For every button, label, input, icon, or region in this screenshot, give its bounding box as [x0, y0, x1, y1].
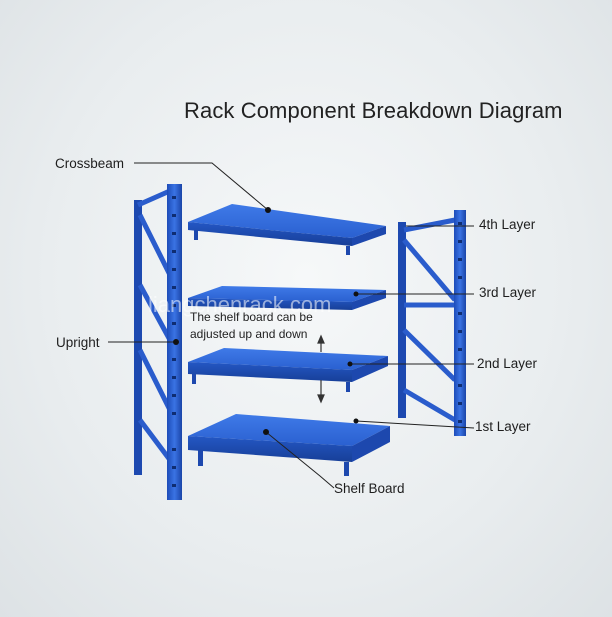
diagram-title: Rack Component Breakdown Diagram [184, 98, 563, 123]
label-crossbeam: Crossbeam [55, 156, 125, 171]
label-upright: Upright [56, 335, 100, 350]
adjust-note: The shelf board can be adjusted up and d… [190, 309, 313, 343]
right-front-upright [454, 210, 466, 436]
leader-lines [108, 162, 475, 489]
shelf-layer-4 [188, 204, 386, 255]
shelf-layer-3 [188, 286, 386, 310]
adjust-note-line-1: The shelf board can be [190, 310, 313, 324]
shelf-layer-2 [188, 348, 388, 392]
label-3rd-layer: 3rd Layer [479, 285, 537, 300]
label-4th-layer: 4th Layer [479, 217, 536, 232]
leader-dots [173, 207, 359, 435]
left-back-upright [134, 187, 174, 475]
adjust-note-line-2: adjusted up and down [190, 327, 308, 341]
watermark-text: liangchenrack.com [148, 292, 332, 317]
right-back-upright [398, 217, 457, 423]
adjust-arrows [317, 334, 325, 404]
shelf-layer-1 [188, 414, 390, 476]
label-2nd-layer: 2nd Layer [477, 356, 538, 371]
label-1st-layer: 1st Layer [475, 419, 531, 434]
label-shelf-board: Shelf Board [334, 481, 405, 496]
